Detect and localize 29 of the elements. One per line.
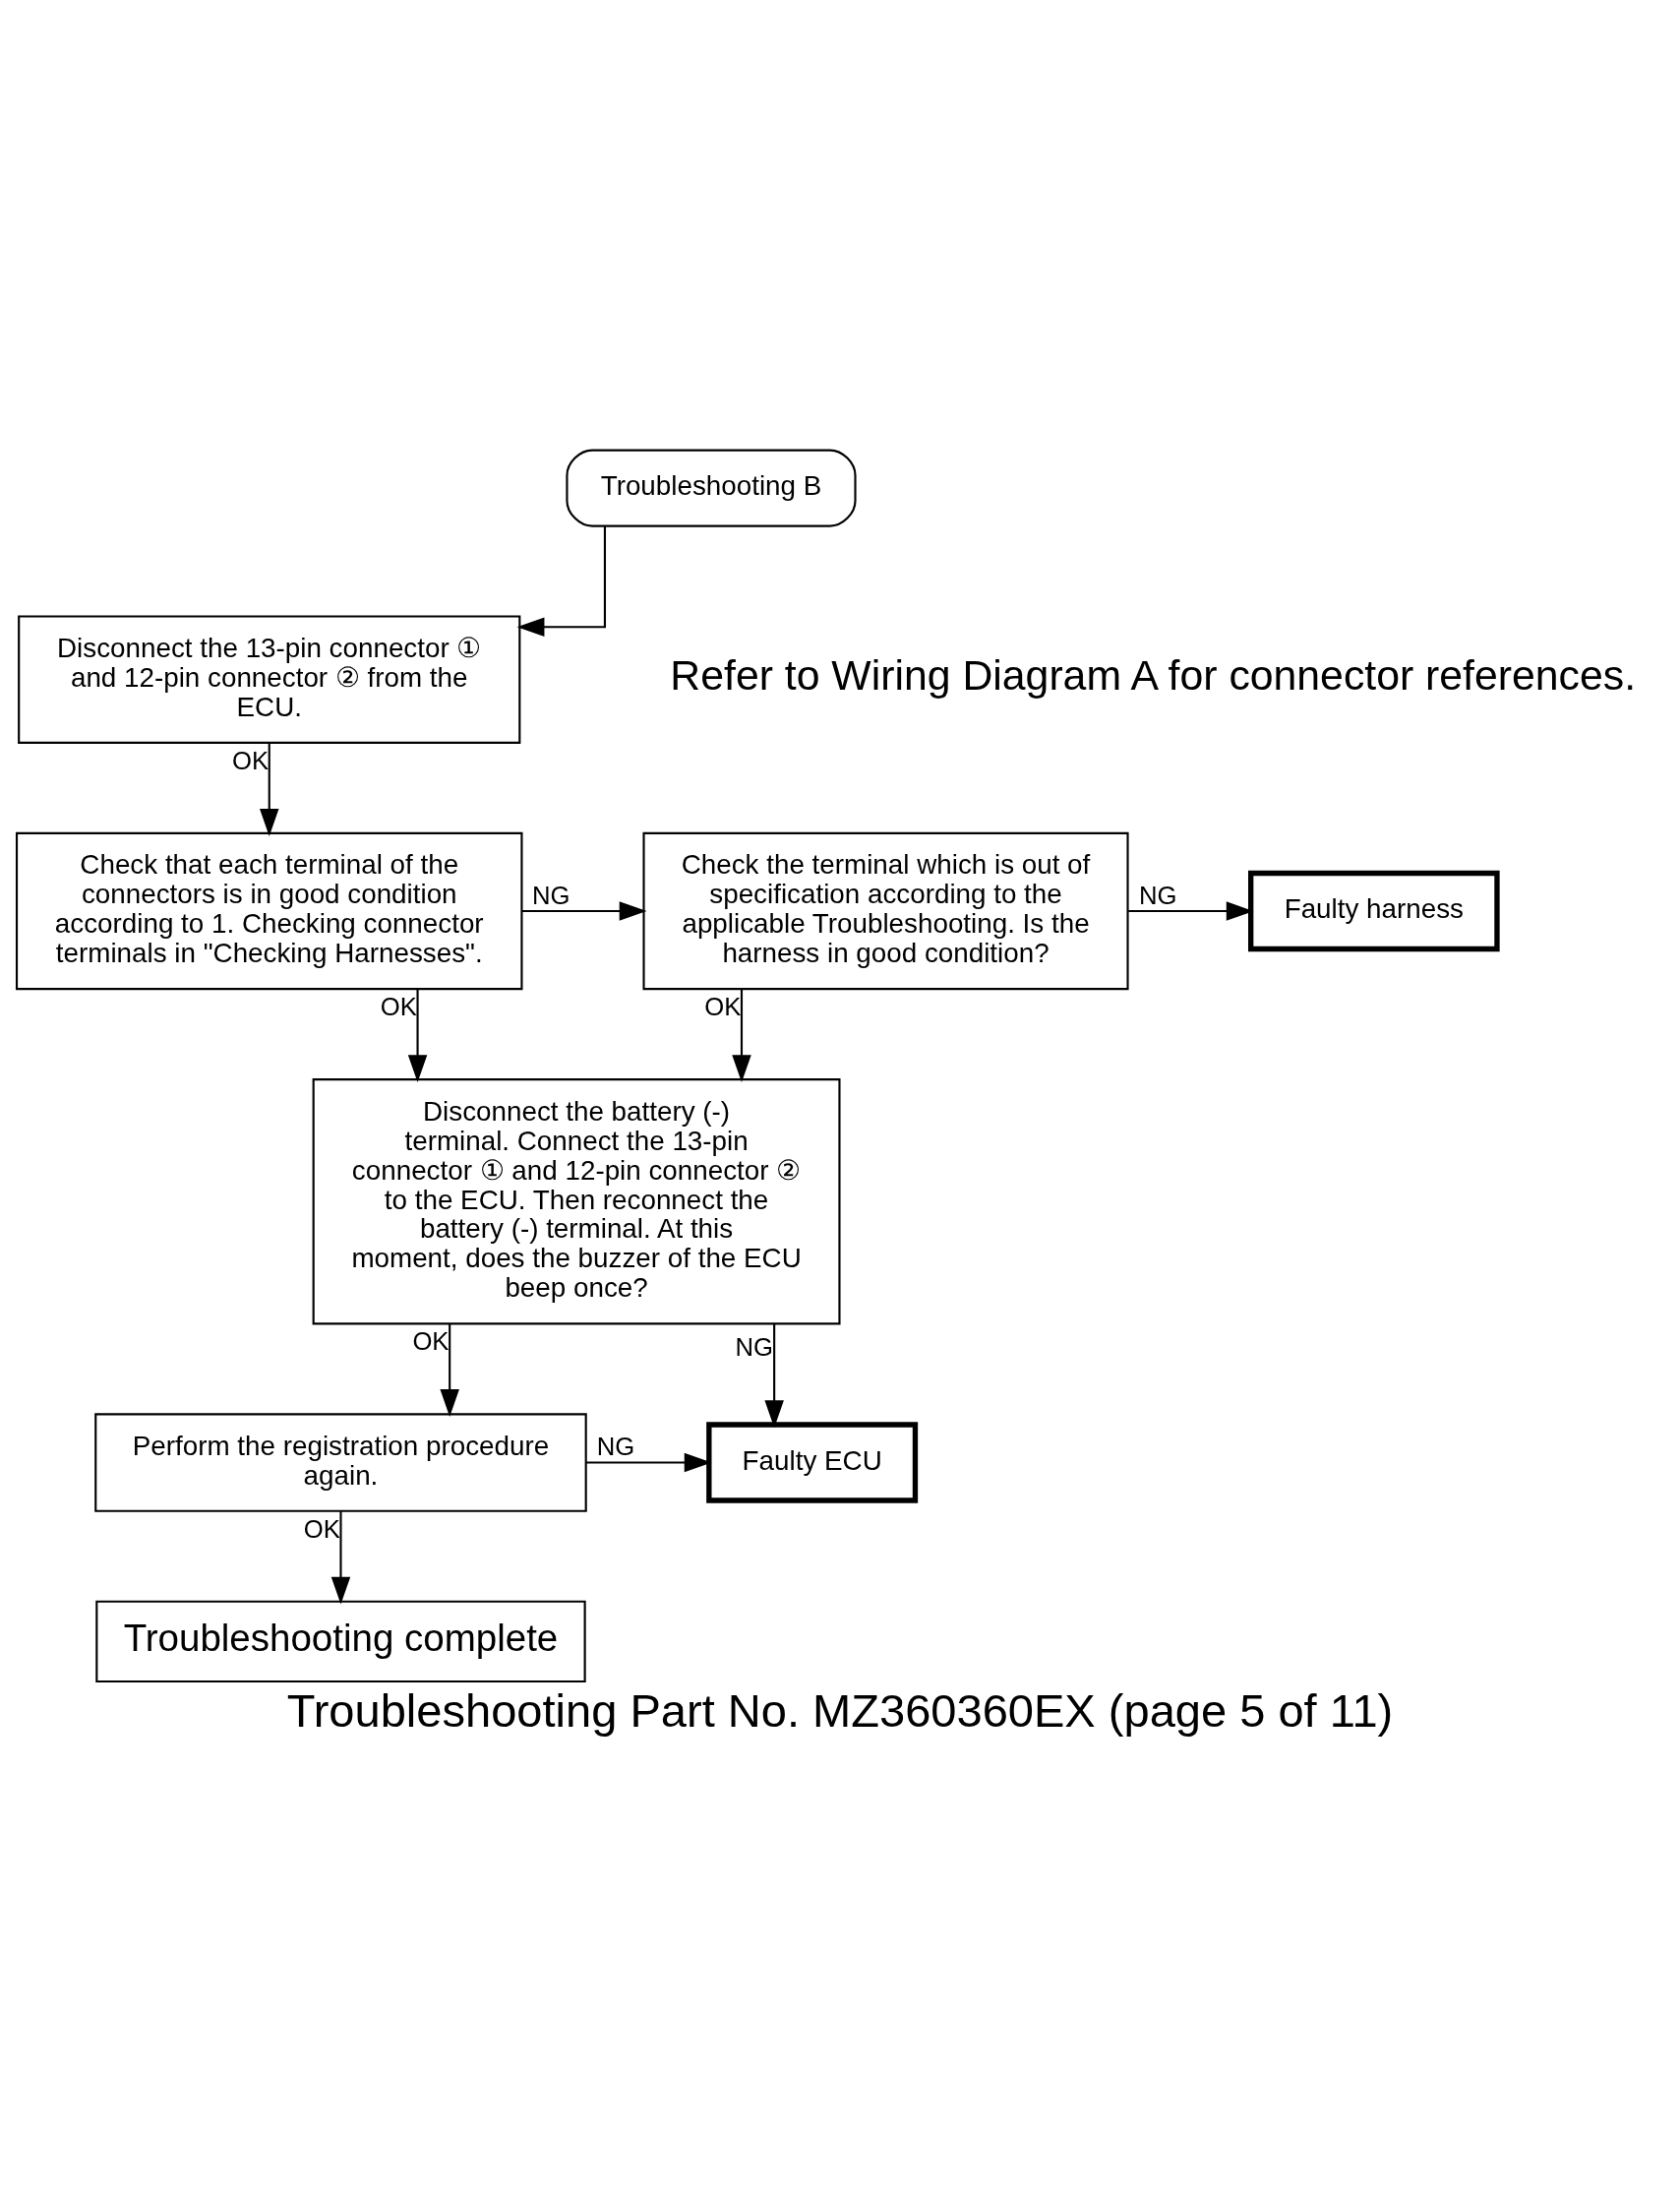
arrow: [330, 1511, 351, 1605]
arrow: [1128, 901, 1254, 921]
arrow: [407, 989, 428, 1083]
edge-label: OK: [231, 746, 270, 774]
edge-label: NG: [735, 1332, 774, 1361]
node-box: Troubleshooting complete: [95, 1600, 586, 1683]
edge-label: NG: [1138, 881, 1177, 909]
arrow: [732, 989, 751, 1083]
arrow: [440, 1323, 459, 1417]
arrow: [764, 1323, 784, 1429]
edge-label: OK: [380, 993, 417, 1021]
caption: Troubleshooting Part No. MZ360360EX (page 5 of 11): [286, 1684, 1394, 1738]
node-box: Perform the registration procedure again.: [94, 1413, 587, 1512]
edge-label: NG: [532, 881, 570, 909]
node-box: Disconnect the battery (-) terminal. Connect the 13-pin connector ① and 12-pin connector ② to the ECU. Then reconnect the battery (-) terminal. At this moment, does the buzzer of the ECU beep once?: [312, 1078, 841, 1325]
edge-label: OK: [704, 993, 742, 1021]
arrow: [585, 1452, 712, 1473]
edge-label: NG: [596, 1433, 635, 1461]
arrow: [521, 901, 647, 921]
node-box: Check that each terminal of the connectors is in good condition according to 1. Checking connector terminals in "Checking Harnesses".: [15, 831, 523, 991]
arrow: [260, 743, 279, 836]
node-box: Troubleshooting B: [566, 449, 857, 527]
arrow: [516, 525, 606, 637]
label: Refer to Wiring Diagram A for connector references.: [670, 651, 1637, 700]
node-box: Faulty harness: [1248, 870, 1500, 952]
edge-label: OK: [412, 1326, 450, 1355]
node-box: Disconnect the 13-pin connector ① and 12-pin connector ② from the ECU.: [18, 615, 521, 744]
node-box: Faulty ECU: [706, 1422, 919, 1503]
node-box: Check the terminal which is out of specification according to the applicable Troubleshooting. Is the harness in good condition?: [642, 831, 1129, 991]
